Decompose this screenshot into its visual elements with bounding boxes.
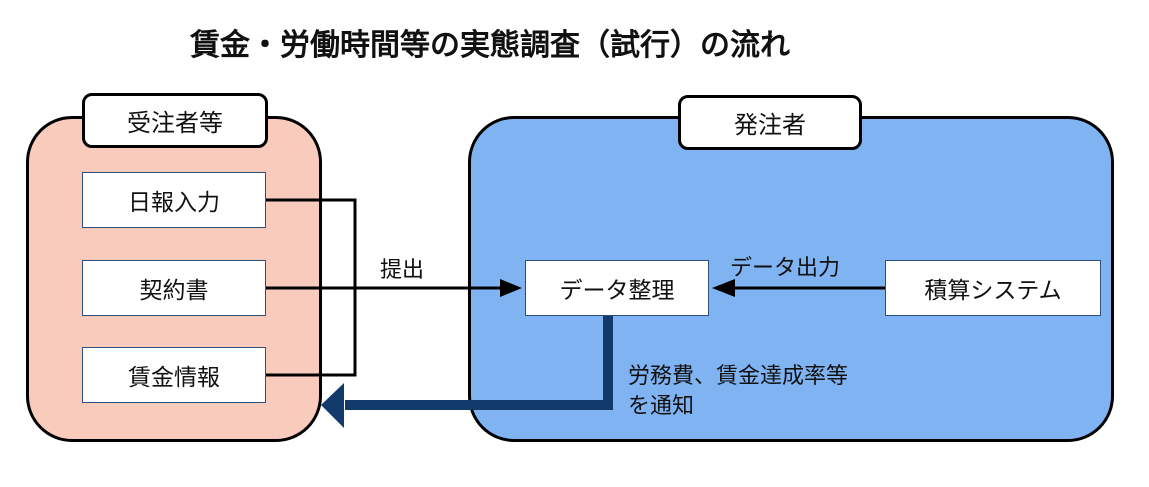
- wage-info-box: 賃金情報: [82, 347, 266, 403]
- estimation-system-box: 積算システム: [885, 260, 1101, 316]
- notify-label: 労務費、賃金達成率等 を通知: [628, 362, 908, 422]
- contract-box: 契約書: [82, 260, 266, 316]
- submit-label: 提出: [380, 258, 425, 283]
- notify-arrow-line: [345, 316, 613, 410]
- daily-report-input-box: 日報入力: [82, 172, 266, 228]
- output-arrowhead: [712, 279, 735, 297]
- contractor-label: 受注者等: [82, 93, 268, 148]
- notify-arrowhead: [321, 383, 344, 428]
- submit-arrowhead: [500, 279, 522, 297]
- notify-label-line2: を通知: [628, 394, 695, 419]
- client-label: 発注者: [678, 95, 862, 150]
- data-organize-box: データ整理: [525, 260, 709, 316]
- diagram-title: 賃金・労働時間等の実態調査（試行）の流れ: [190, 28, 790, 63]
- notify-label-line1: 労務費、賃金達成率等: [628, 364, 849, 389]
- data-output-label: データ出力: [730, 256, 841, 281]
